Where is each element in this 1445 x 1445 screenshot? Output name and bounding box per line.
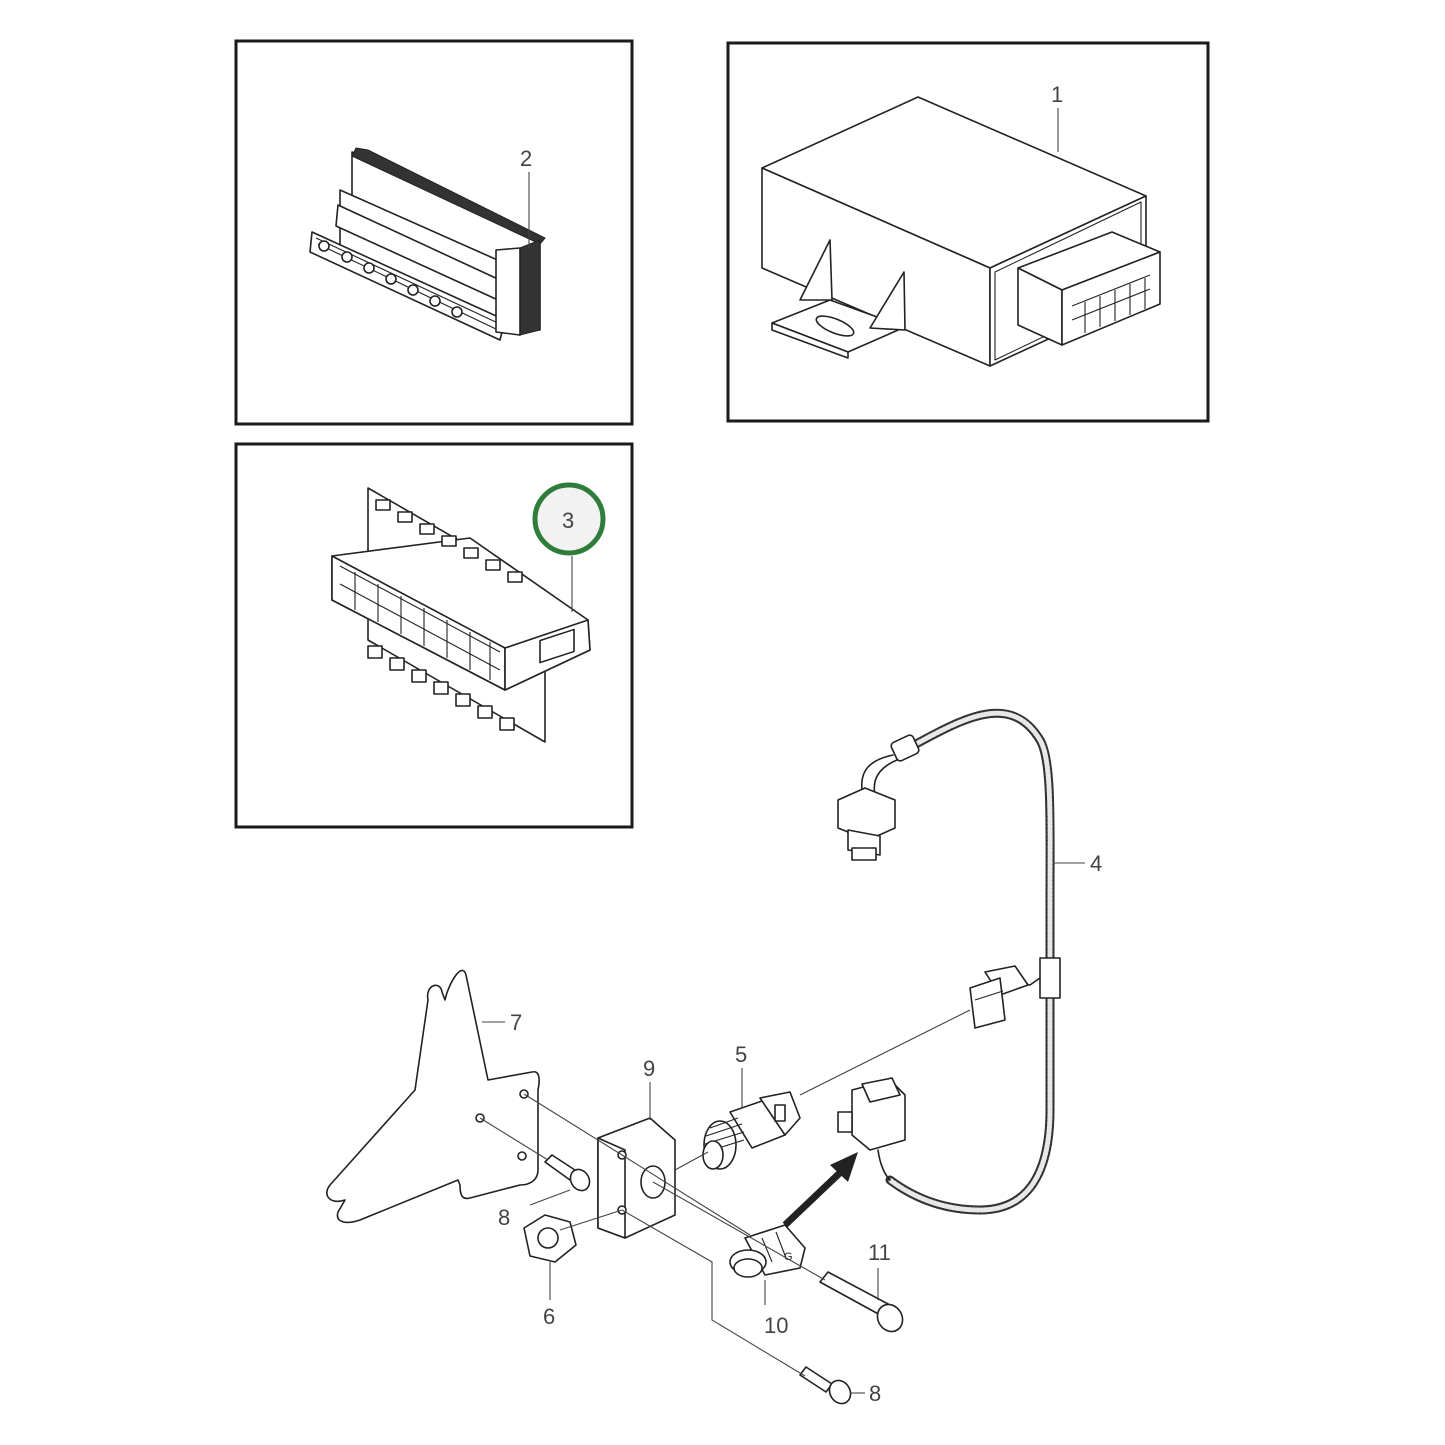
callout-7: 7 xyxy=(510,1010,522,1035)
callout-3: 3 xyxy=(562,508,574,533)
bracket-plate-part-7[interactable] xyxy=(326,969,540,1224)
leader-8-upper xyxy=(529,1189,571,1206)
bolt-part-11[interactable] xyxy=(819,1271,907,1336)
angle-bracket-part-9[interactable] xyxy=(597,1117,676,1239)
callout-8-lower: 8 xyxy=(869,1381,881,1406)
bolt-part-8-lower[interactable] xyxy=(799,1366,855,1407)
callout-2: 2 xyxy=(520,146,532,171)
terminal-block-part-3[interactable] xyxy=(331,487,591,743)
callout-6: 6 xyxy=(543,1304,555,1329)
callout-3-highlight-ring xyxy=(532,482,606,556)
connector-plug-part-2[interactable] xyxy=(309,147,546,341)
panel-control-unit-1 xyxy=(726,41,1210,423)
direction-arrow xyxy=(782,1152,858,1228)
callout-1: 1 xyxy=(1051,82,1063,107)
wiring-harness-part-4[interactable] xyxy=(837,708,1061,1215)
svg-text:G: G xyxy=(784,1251,793,1263)
panel-terminal-block-3 xyxy=(234,442,634,829)
callout-5: 5 xyxy=(735,1042,747,1067)
callout-11: 11 xyxy=(868,1240,891,1265)
control-unit-part-1[interactable] xyxy=(761,96,1161,367)
panel-connector-2 xyxy=(234,39,634,426)
bolt-part-8-upper[interactable] xyxy=(544,1154,593,1194)
nut-part-6[interactable] xyxy=(523,1214,577,1263)
callout-9: 9 xyxy=(643,1056,655,1081)
callout-8-upper: 8 xyxy=(498,1205,510,1230)
assembly-guide-lines xyxy=(479,1009,971,1377)
clamp-part-10[interactable]: G xyxy=(729,1224,806,1278)
callout-10: 10 xyxy=(764,1313,788,1338)
sensor-part-5[interactable] xyxy=(702,1091,801,1170)
callout-4: 4 xyxy=(1090,851,1102,876)
